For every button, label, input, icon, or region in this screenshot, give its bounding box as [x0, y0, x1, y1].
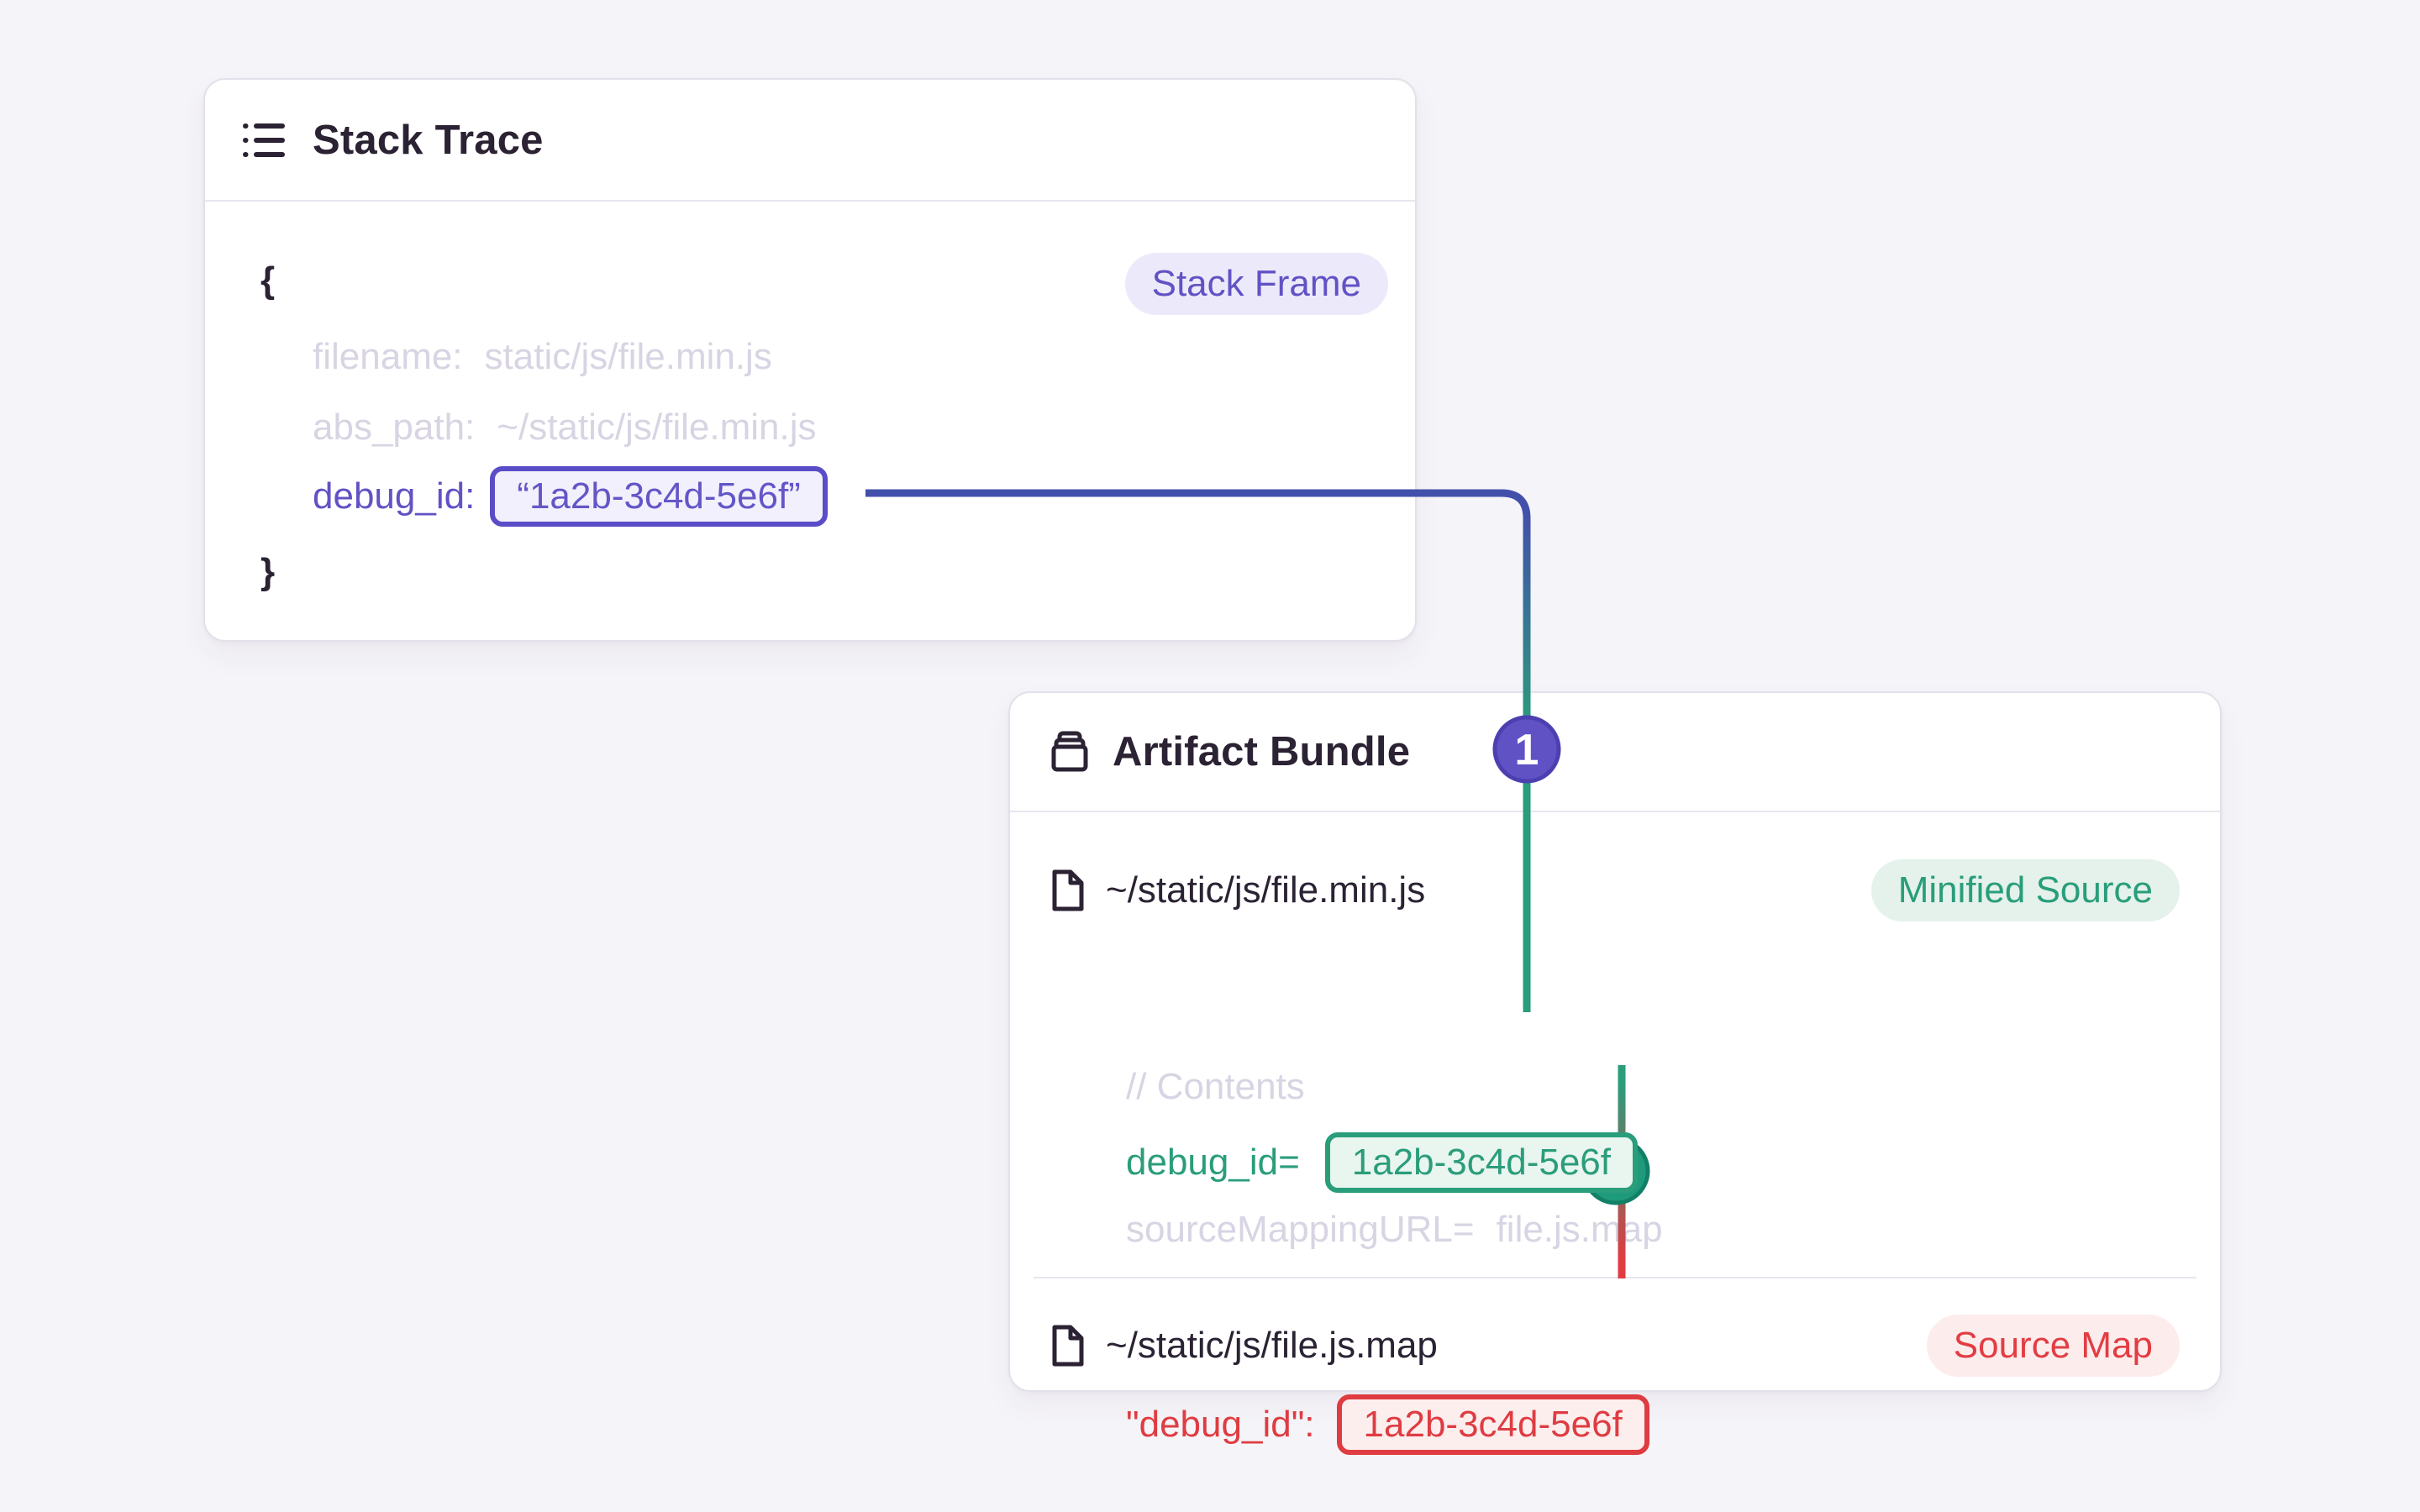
open-brace: { — [260, 260, 276, 301]
map-debug-id-key: "debug_id": — [1126, 1404, 1315, 1445]
filename-line: filename: static/js/file.min.js — [313, 335, 772, 379]
map-debug-id-line: "debug_id": 1a2b-3c4d-5e6f — [1126, 1388, 1649, 1462]
artifact-bundle-title: Artifact Bundle — [1113, 729, 1411, 774]
bundle-debug-id-line: debug_id= 1a2b-3c4d-5e6f — [1126, 1126, 1639, 1200]
abs-path-key: abs_path: — [313, 407, 476, 448]
filename-key: filename: — [313, 336, 463, 377]
stack-trace-title: Stack Trace — [313, 117, 544, 163]
close-brace: } — [260, 551, 276, 592]
file-icon — [1050, 1324, 1086, 1368]
list-icon — [242, 121, 286, 160]
minified-source-badge: Minified Source — [1870, 859, 2180, 921]
file-icon — [1050, 869, 1086, 912]
source-mapping-line: sourceMappingURL= file.js.map — [1126, 1208, 1663, 1252]
source-map-file-path: ~/static/js/file.js.map — [1106, 1325, 1438, 1366]
stack-trace-header: Stack Trace — [205, 80, 1415, 202]
debug-id-value-box: “1a2b-3c4d-5e6f” — [490, 466, 828, 527]
bundle-debug-id-value-box: 1a2b-3c4d-5e6f — [1324, 1132, 1639, 1193]
minified-file-row: ~/static/js/file.min.js — [1050, 855, 1425, 926]
bundle-debug-id-key: debug_id= — [1126, 1142, 1300, 1183]
file-section-divider — [1034, 1277, 2196, 1278]
artifact-bundle-card: Artifact Bundle ~/static/js/file.min.js … — [1008, 691, 2222, 1455]
minified-file-path: ~/static/js/file.min.js — [1106, 869, 1426, 911]
stack-frame-badge: Stack Frame — [1124, 253, 1388, 315]
contents-comment: // Contents — [1126, 1066, 1305, 1107]
debug-id-line: debug_id: “1a2b-3c4d-5e6f” — [313, 459, 828, 533]
archive-icon — [1049, 731, 1091, 773]
source-map-file-row: ~/static/js/file.js.map — [1050, 1310, 1438, 1381]
source-map-badge: Source Map — [1926, 1315, 2180, 1377]
abs-path-value: ~/static/js/file.min.js — [497, 407, 817, 448]
stack-trace-card: Stack Trace Stack Frame { filename: stati… — [203, 78, 1417, 642]
map-debug-id-value-box: 1a2b-3c4d-5e6f — [1336, 1394, 1649, 1455]
artifact-bundle-header: Artifact Bundle — [1010, 693, 2220, 812]
filename-value: static/js/file.min.js — [484, 336, 772, 377]
source-mapping-value: file.js.map — [1496, 1209, 1663, 1250]
debug-id-key: debug_id: — [313, 475, 476, 517]
source-mapping-key: sourceMappingURL= — [1126, 1209, 1475, 1250]
abs-path-line: abs_path: ~/static/js/file.min.js — [313, 406, 817, 449]
